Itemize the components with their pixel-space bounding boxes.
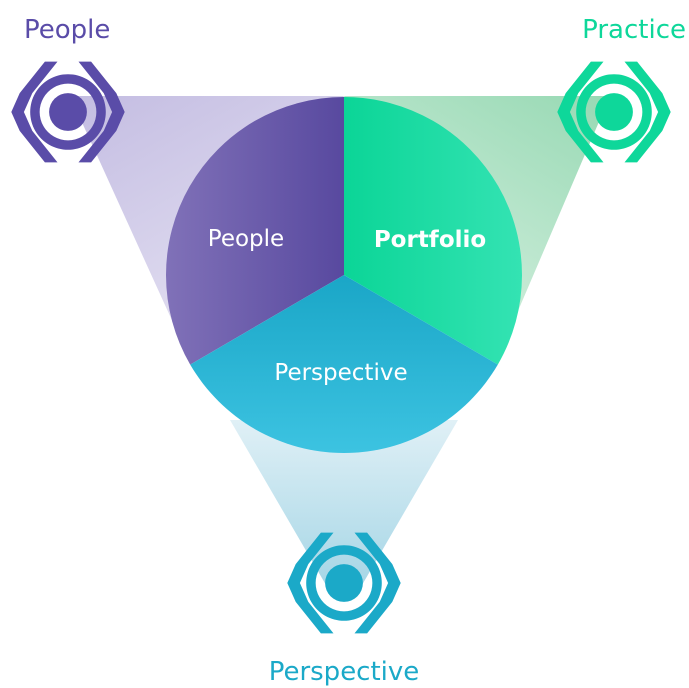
- segment-label-portfolio: Portfolio: [374, 227, 486, 253]
- segment-label-perspective: Perspective: [274, 360, 407, 386]
- cone-perspective: [230, 420, 458, 585]
- segment-label-people: People: [208, 226, 284, 252]
- label-practice: Practice: [582, 15, 686, 45]
- label-people: People: [24, 15, 110, 45]
- label-perspective: Perspective: [269, 657, 420, 687]
- segment-portfolio: [344, 97, 522, 365]
- segment-people: [166, 97, 344, 365]
- segment-perspective: [190, 275, 498, 453]
